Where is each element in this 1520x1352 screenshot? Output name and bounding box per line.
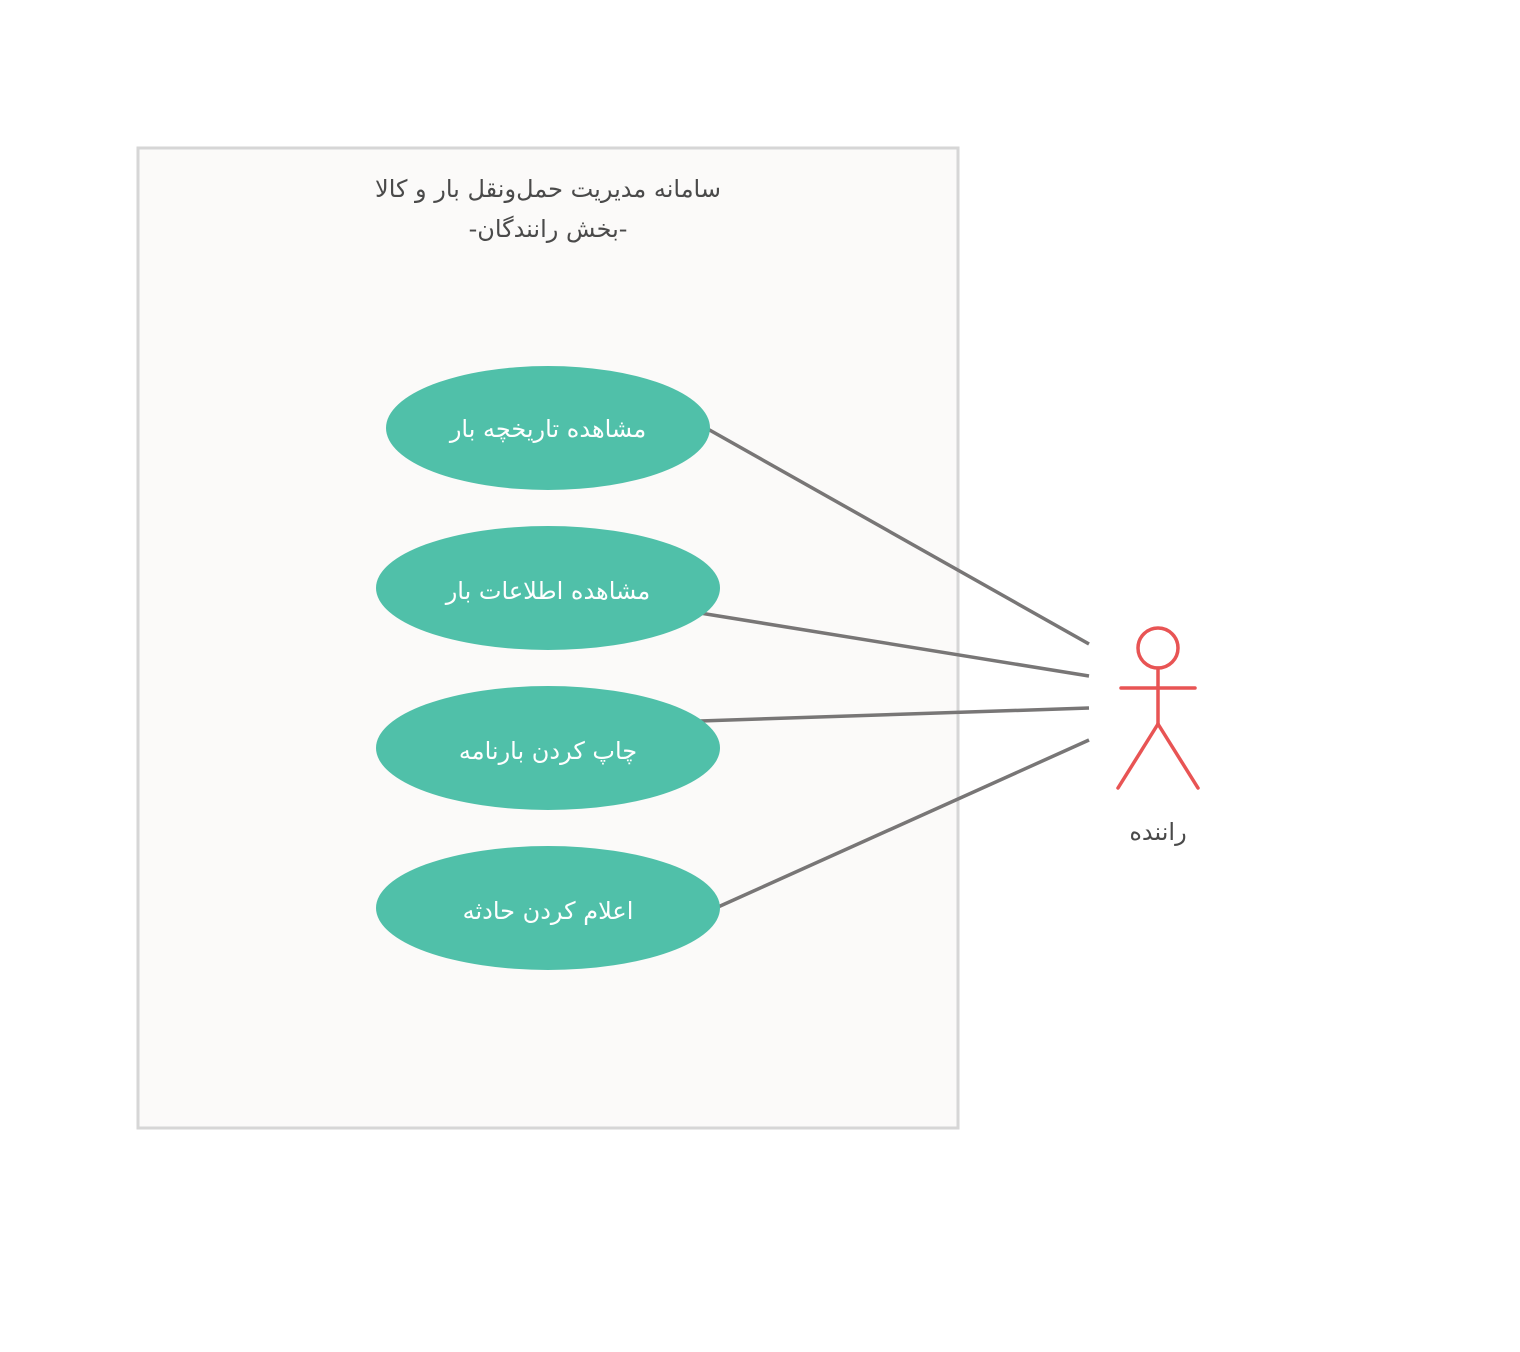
actor-driver[interactable]: راننده	[1116, 626, 1200, 846]
use-case-label: مشاهده اطلاعات بار	[445, 577, 651, 605]
actor-left-leg	[1116, 722, 1160, 790]
association-line-view-history	[705, 426, 1090, 646]
association-line-report-accident	[717, 738, 1090, 909]
use-case-label: اعلام کردن حادثه	[463, 897, 634, 925]
use-case-ellipse	[386, 366, 710, 490]
association-line-print-waybill	[699, 706, 1090, 723]
use-case-label: مشاهده تاریخچه بار	[449, 415, 646, 443]
use-case-ellipse	[376, 526, 720, 650]
stick-figure-icon	[1116, 626, 1200, 790]
actor-label: راننده	[1129, 818, 1186, 846]
system-subtitle: -بخش رانندگان-	[469, 215, 628, 243]
use-case-view-info[interactable]: مشاهده اطلاعات بار	[376, 526, 720, 650]
actor-head	[1136, 626, 1180, 670]
use-case-view-history[interactable]: مشاهده تاریخچه بار	[386, 366, 710, 490]
use-case-ellipse	[376, 846, 720, 970]
associations	[699, 426, 1090, 909]
association-line-view-info	[699, 611, 1090, 678]
actor-right-leg	[1156, 722, 1200, 790]
use-case-print-waybill[interactable]: چاپ کردن بارنامه	[376, 686, 720, 810]
use-case-report-accident[interactable]: اعلام کردن حادثه	[376, 846, 720, 970]
system-title: سامانه مدیریت حمل‌ونقل بار و کالا	[375, 175, 721, 203]
use-case-ellipse	[376, 686, 720, 810]
use-case-label: چاپ کردن بارنامه	[459, 737, 637, 765]
